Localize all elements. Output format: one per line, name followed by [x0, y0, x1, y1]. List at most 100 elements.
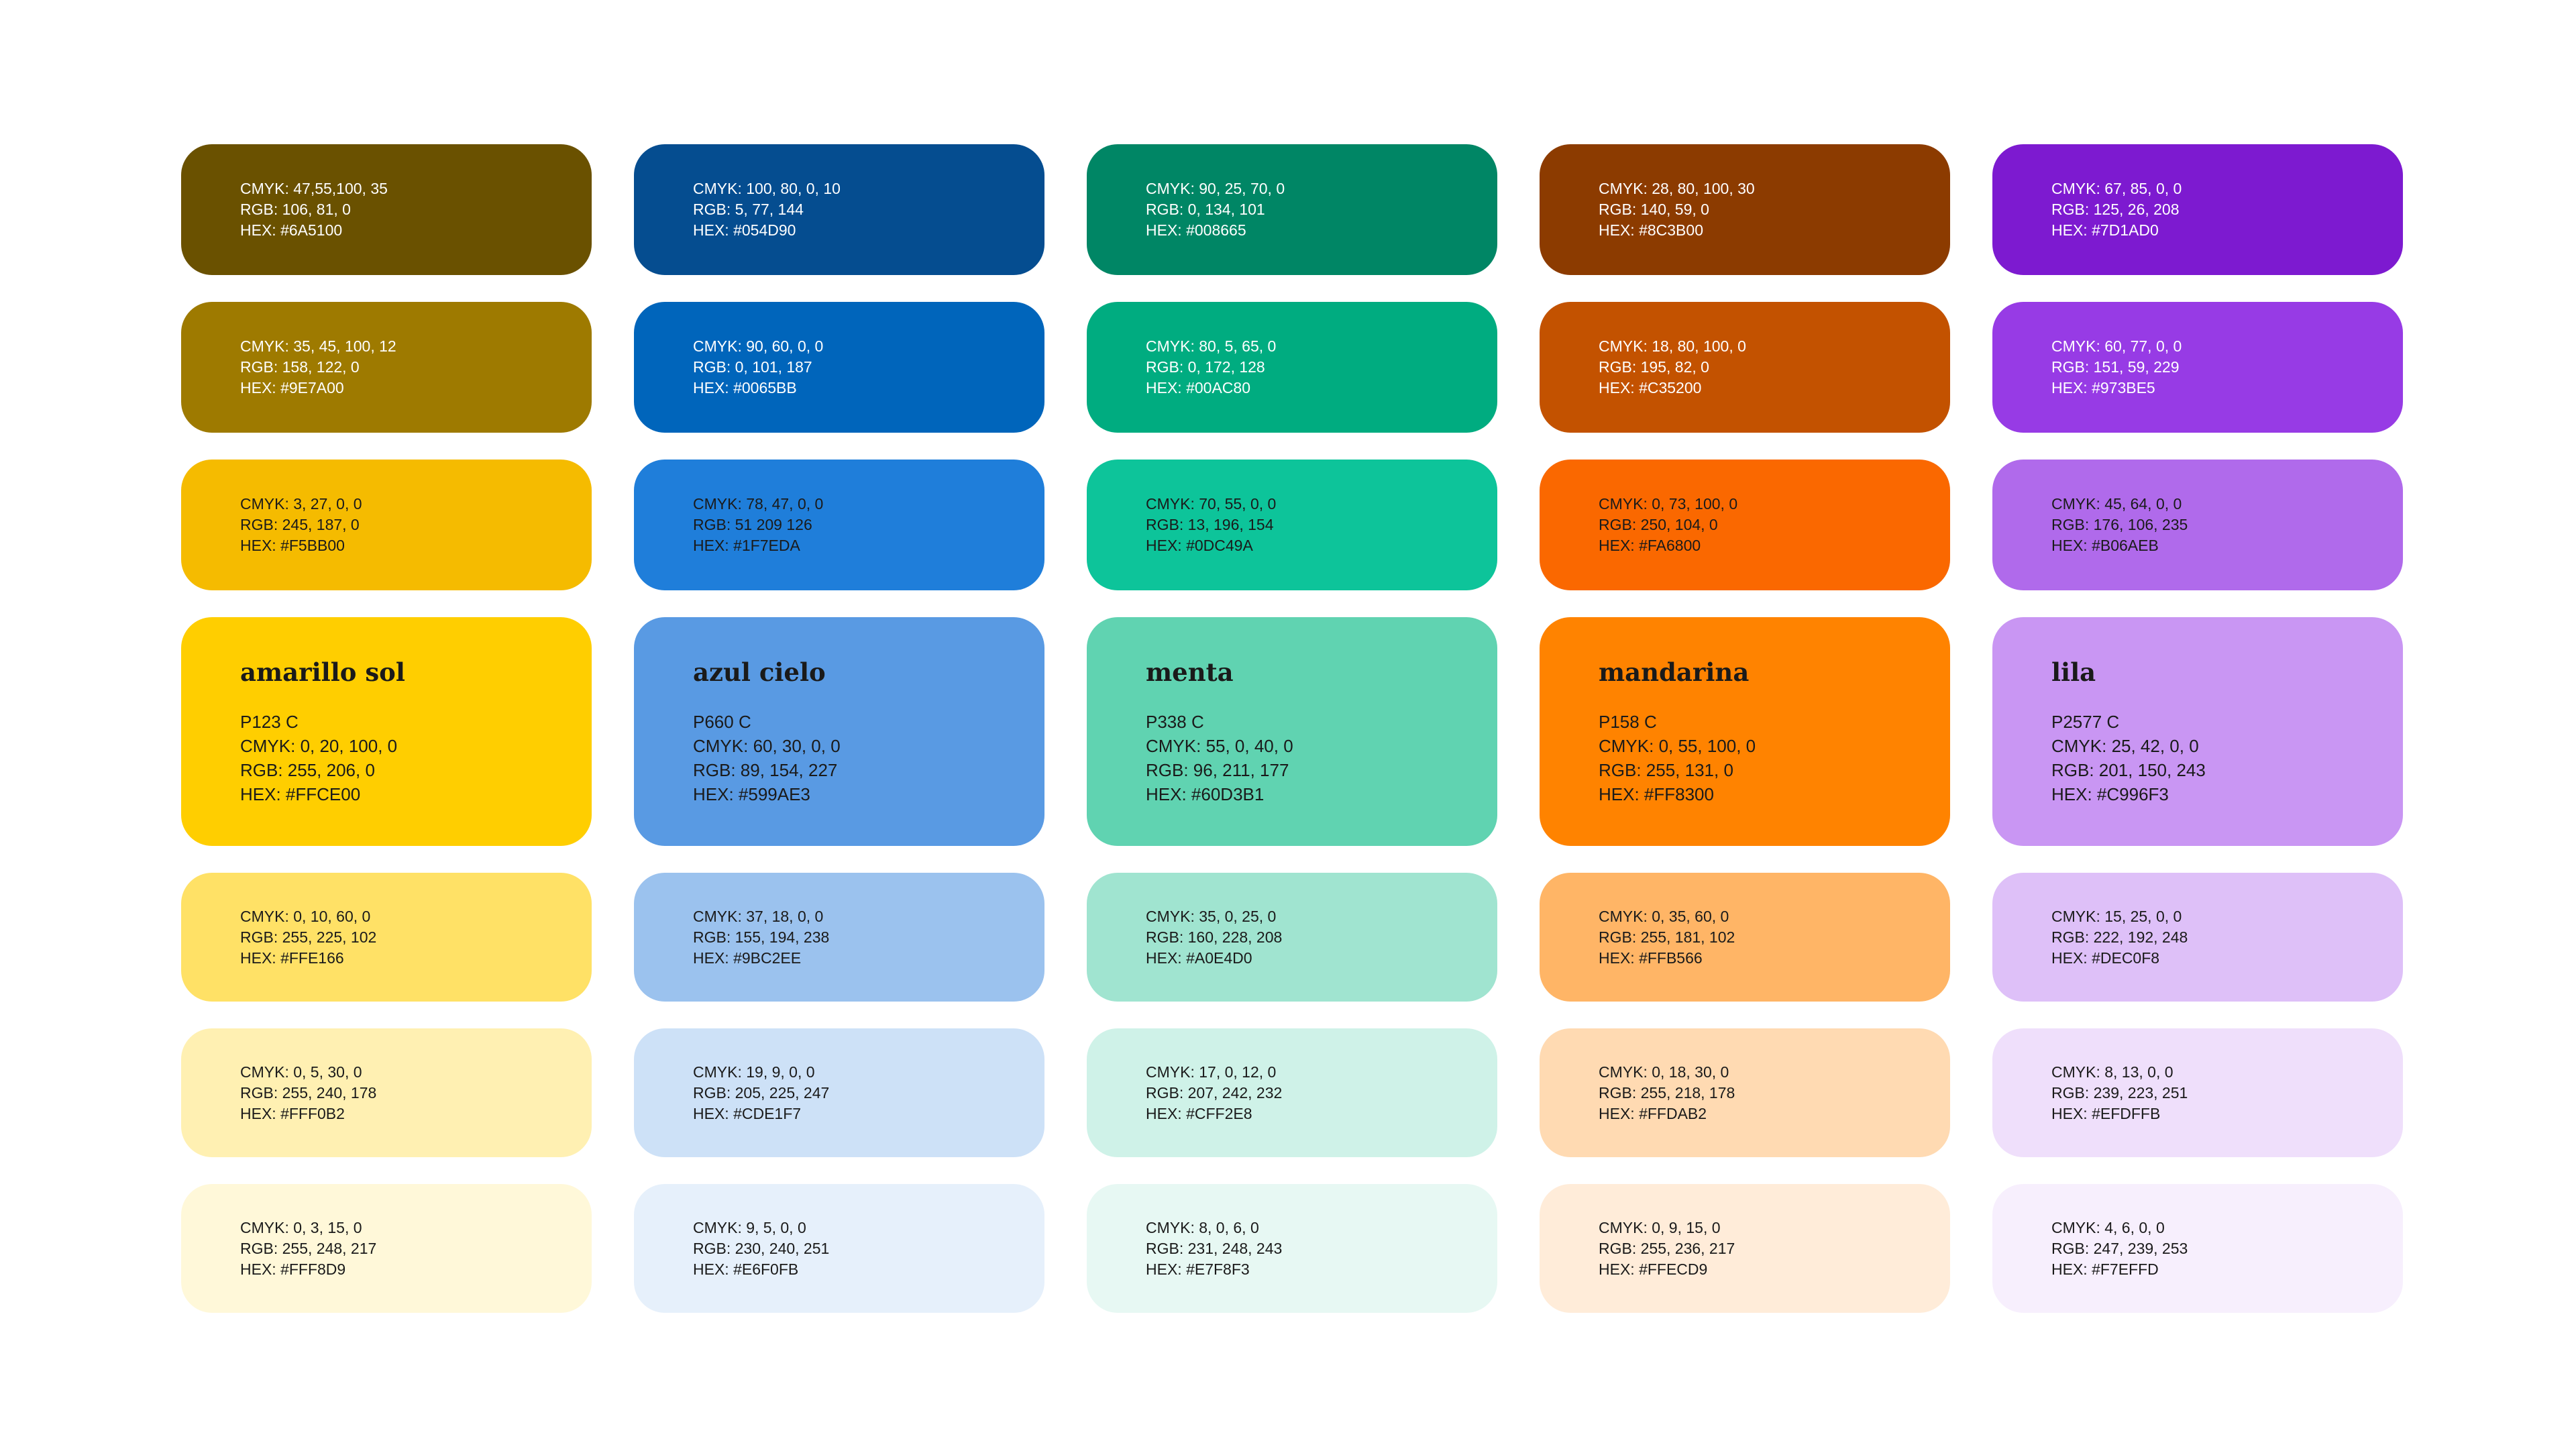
- color-swatch: CMYK: 19, 9, 0, 0 RGB: 205, 225, 247 HEX…: [634, 1028, 1044, 1157]
- color-swatch: CMYK: 0, 9, 15, 0 RGB: 255, 236, 217 HEX…: [1540, 1184, 1950, 1313]
- color-swatch: CMYK: 3, 27, 0, 0 RGB: 245, 187, 0 HEX: …: [181, 460, 592, 590]
- cmyk-value: CMYK: 0, 73, 100, 0: [1599, 495, 1738, 513]
- color-name: azul cielo: [693, 657, 826, 687]
- cmyk-value: CMYK: 0, 10, 60, 0: [240, 907, 371, 925]
- color-swatch: CMYK: 4, 6, 0, 0 RGB: 247, 239, 253 HEX:…: [1992, 1184, 2403, 1313]
- rgb-value: RGB: 255, 225, 102: [240, 928, 377, 946]
- rgb-value: RGB: 201, 150, 243: [2051, 760, 2206, 780]
- color-swatch: CMYK: 28, 80, 100, 30 RGB: 140, 59, 0 HE…: [1540, 144, 1950, 275]
- hex-value: HEX: #599AE3: [693, 784, 810, 804]
- cmyk-value: CMYK: 17, 0, 12, 0: [1146, 1063, 1277, 1081]
- color-swatch: CMYK: 0, 18, 30, 0 RGB: 255, 218, 178 HE…: [1540, 1028, 1950, 1157]
- hex-value: HEX: #1F7EDA: [693, 537, 800, 554]
- cmyk-value: CMYK: 78, 47, 0, 0: [693, 495, 824, 513]
- color-name: menta: [1146, 657, 1234, 687]
- rgb-value: RGB: 125, 26, 208: [2051, 201, 2180, 218]
- rgb-value: RGB: 207, 242, 232: [1146, 1083, 1283, 1102]
- cmyk-value: CMYK: 90, 25, 70, 0: [1146, 180, 1285, 197]
- hex-value: HEX: #9E7A00: [240, 379, 344, 396]
- color-swatch-featured: mandarina P158 C CMYK: 0, 55, 100, 0 RGB…: [1540, 617, 1950, 846]
- color-swatch-featured: menta P338 C CMYK: 55, 0, 40, 0 RGB: 96,…: [1087, 617, 1497, 846]
- color-swatch: CMYK: 90, 25, 70, 0 RGB: 0, 134, 101 HEX…: [1087, 144, 1497, 275]
- cmyk-value: CMYK: 55, 0, 40, 0: [1146, 736, 1293, 756]
- cmyk-value: CMYK: 37, 18, 0, 0: [693, 907, 824, 925]
- cmyk-value: CMYK: 0, 35, 60, 0: [1599, 907, 1729, 925]
- rgb-value: RGB: 255, 236, 217: [1599, 1239, 1735, 1257]
- cmyk-value: CMYK: 80, 5, 65, 0: [1146, 337, 1277, 355]
- hex-value: HEX: #FFE166: [240, 949, 344, 967]
- color-swatch: CMYK: 37, 18, 0, 0 RGB: 155, 194, 238 HE…: [634, 873, 1044, 1002]
- rgb-value: RGB: 255, 218, 178: [1599, 1083, 1735, 1102]
- hex-value: HEX: #FFCE00: [240, 784, 361, 804]
- color-swatch: CMYK: 45, 64, 0, 0 RGB: 176, 106, 235 HE…: [1992, 460, 2403, 590]
- color-swatch: CMYK: 0, 10, 60, 0 RGB: 255, 225, 102 HE…: [181, 873, 592, 1002]
- pantone-value: P660 C: [693, 712, 751, 732]
- color-swatch: CMYK: 78, 47, 0, 0 RGB: 51 209 126 HEX: …: [634, 460, 1044, 590]
- rgb-value: RGB: 255, 240, 178: [240, 1083, 377, 1102]
- cmyk-value: CMYK: 0, 55, 100, 0: [1599, 736, 1756, 756]
- hex-value: HEX: #9BC2EE: [693, 949, 802, 967]
- hex-value: HEX: #E6F0FB: [693, 1260, 799, 1278]
- hex-value: HEX: #973BE5: [2051, 379, 2155, 396]
- rgb-value: RGB: 222, 192, 248: [2051, 928, 2188, 946]
- cmyk-value: CMYK: 8, 0, 6, 0: [1146, 1218, 1259, 1236]
- rgb-value: RGB: 0, 101, 187: [693, 358, 812, 376]
- cmyk-value: CMYK: 100, 80, 0, 10: [693, 180, 841, 197]
- hex-value: HEX: #0DC49A: [1146, 537, 1253, 554]
- cmyk-value: CMYK: 90, 60, 0, 0: [693, 337, 824, 355]
- hex-value: HEX: #054D90: [693, 221, 796, 239]
- cmyk-value: CMYK: 9, 5, 0, 0: [693, 1218, 806, 1236]
- color-swatch-featured: azul cielo P660 C CMYK: 60, 30, 0, 0 RGB…: [634, 617, 1044, 846]
- hex-value: HEX: #C996F3: [2051, 784, 2169, 804]
- hex-value: HEX: #C35200: [1599, 379, 1702, 396]
- color-swatch: CMYK: 47,55,100, 35 RGB: 106, 81, 0 HEX:…: [181, 144, 592, 275]
- rgb-value: RGB: 51 209 126: [693, 516, 812, 533]
- color-swatch-featured: lila P2577 C CMYK: 25, 42, 0, 0 RGB: 201…: [1992, 617, 2403, 846]
- hex-value: HEX: #A0E4D0: [1146, 949, 1252, 967]
- cmyk-value: CMYK: 8, 13, 0, 0: [2051, 1063, 2174, 1081]
- color-swatch: CMYK: 0, 3, 15, 0 RGB: 255, 248, 217 HEX…: [181, 1184, 592, 1313]
- rgb-value: RGB: 106, 81, 0: [240, 201, 351, 218]
- color-swatch: CMYK: 35, 45, 100, 12 RGB: 158, 122, 0 H…: [181, 302, 592, 433]
- color-swatch: CMYK: 67, 85, 0, 0 RGB: 125, 26, 208 HEX…: [1992, 144, 2403, 275]
- color-swatch: CMYK: 35, 0, 25, 0 RGB: 160, 228, 208 HE…: [1087, 873, 1497, 1002]
- cmyk-value: CMYK: 15, 25, 0, 0: [2051, 907, 2182, 925]
- color-swatch: CMYK: 70, 55, 0, 0 RGB: 13, 196, 154 HEX…: [1087, 460, 1497, 590]
- rgb-value: RGB: 140, 59, 0: [1599, 201, 1709, 218]
- rgb-value: RGB: 255, 206, 0: [240, 760, 375, 780]
- cmyk-value: CMYK: 0, 20, 100, 0: [240, 736, 398, 756]
- hex-value: HEX: #6A5100: [240, 221, 343, 239]
- color-swatch: CMYK: 8, 13, 0, 0 RGB: 239, 223, 251 HEX…: [1992, 1028, 2403, 1157]
- rgb-value: RGB: 151, 59, 229: [2051, 358, 2180, 376]
- cmyk-value: CMYK: 18, 80, 100, 0: [1599, 337, 1746, 355]
- color-swatch: CMYK: 100, 80, 0, 10 RGB: 5, 77, 144 HEX…: [634, 144, 1044, 275]
- hex-value: HEX: #FF8300: [1599, 784, 1714, 804]
- cmyk-value: CMYK: 0, 9, 15, 0: [1599, 1218, 1721, 1236]
- color-swatch-featured: amarillo sol P123 C CMYK: 0, 20, 100, 0 …: [181, 617, 592, 846]
- rgb-value: RGB: 0, 134, 101: [1146, 201, 1265, 218]
- hex-value: HEX: #E7F8F3: [1146, 1260, 1250, 1278]
- color-swatch: CMYK: 0, 5, 30, 0 RGB: 255, 240, 178 HEX…: [181, 1028, 592, 1157]
- rgb-value: RGB: 255, 181, 102: [1599, 928, 1735, 946]
- hex-value: HEX: #008665: [1146, 221, 1246, 239]
- hex-value: HEX: #CFF2E8: [1146, 1104, 1252, 1122]
- cmyk-value: CMYK: 60, 30, 0, 0: [693, 736, 841, 756]
- hex-value: HEX: #60D3B1: [1146, 784, 1265, 804]
- cmyk-value: CMYK: 47,55,100, 35: [240, 180, 388, 197]
- rgb-value: RGB: 176, 106, 235: [2051, 516, 2188, 533]
- rgb-value: RGB: 250, 104, 0: [1599, 516, 1718, 533]
- cmyk-value: CMYK: 25, 42, 0, 0: [2051, 736, 2199, 756]
- rgb-value: RGB: 239, 223, 251: [2051, 1083, 2188, 1102]
- rgb-value: RGB: 231, 248, 243: [1146, 1239, 1283, 1257]
- cmyk-value: CMYK: 35, 45, 100, 12: [240, 337, 396, 355]
- hex-value: HEX: #EFDFFB: [2051, 1104, 2161, 1122]
- hex-value: HEX: #FFF0B2: [240, 1104, 345, 1122]
- hex-value: HEX: #CDE1F7: [693, 1104, 802, 1122]
- color-swatch: CMYK: 15, 25, 0, 0 RGB: 222, 192, 248 HE…: [1992, 873, 2403, 1002]
- rgb-value: RGB: 155, 194, 238: [693, 928, 830, 946]
- hex-value: HEX: #FFF8D9: [240, 1260, 346, 1278]
- rgb-value: RGB: 230, 240, 251: [693, 1239, 830, 1257]
- hex-value: HEX: #B06AEB: [2051, 537, 2159, 554]
- rgb-value: RGB: 96, 211, 177: [1146, 760, 1289, 780]
- rgb-value: RGB: 195, 82, 0: [1599, 358, 1709, 376]
